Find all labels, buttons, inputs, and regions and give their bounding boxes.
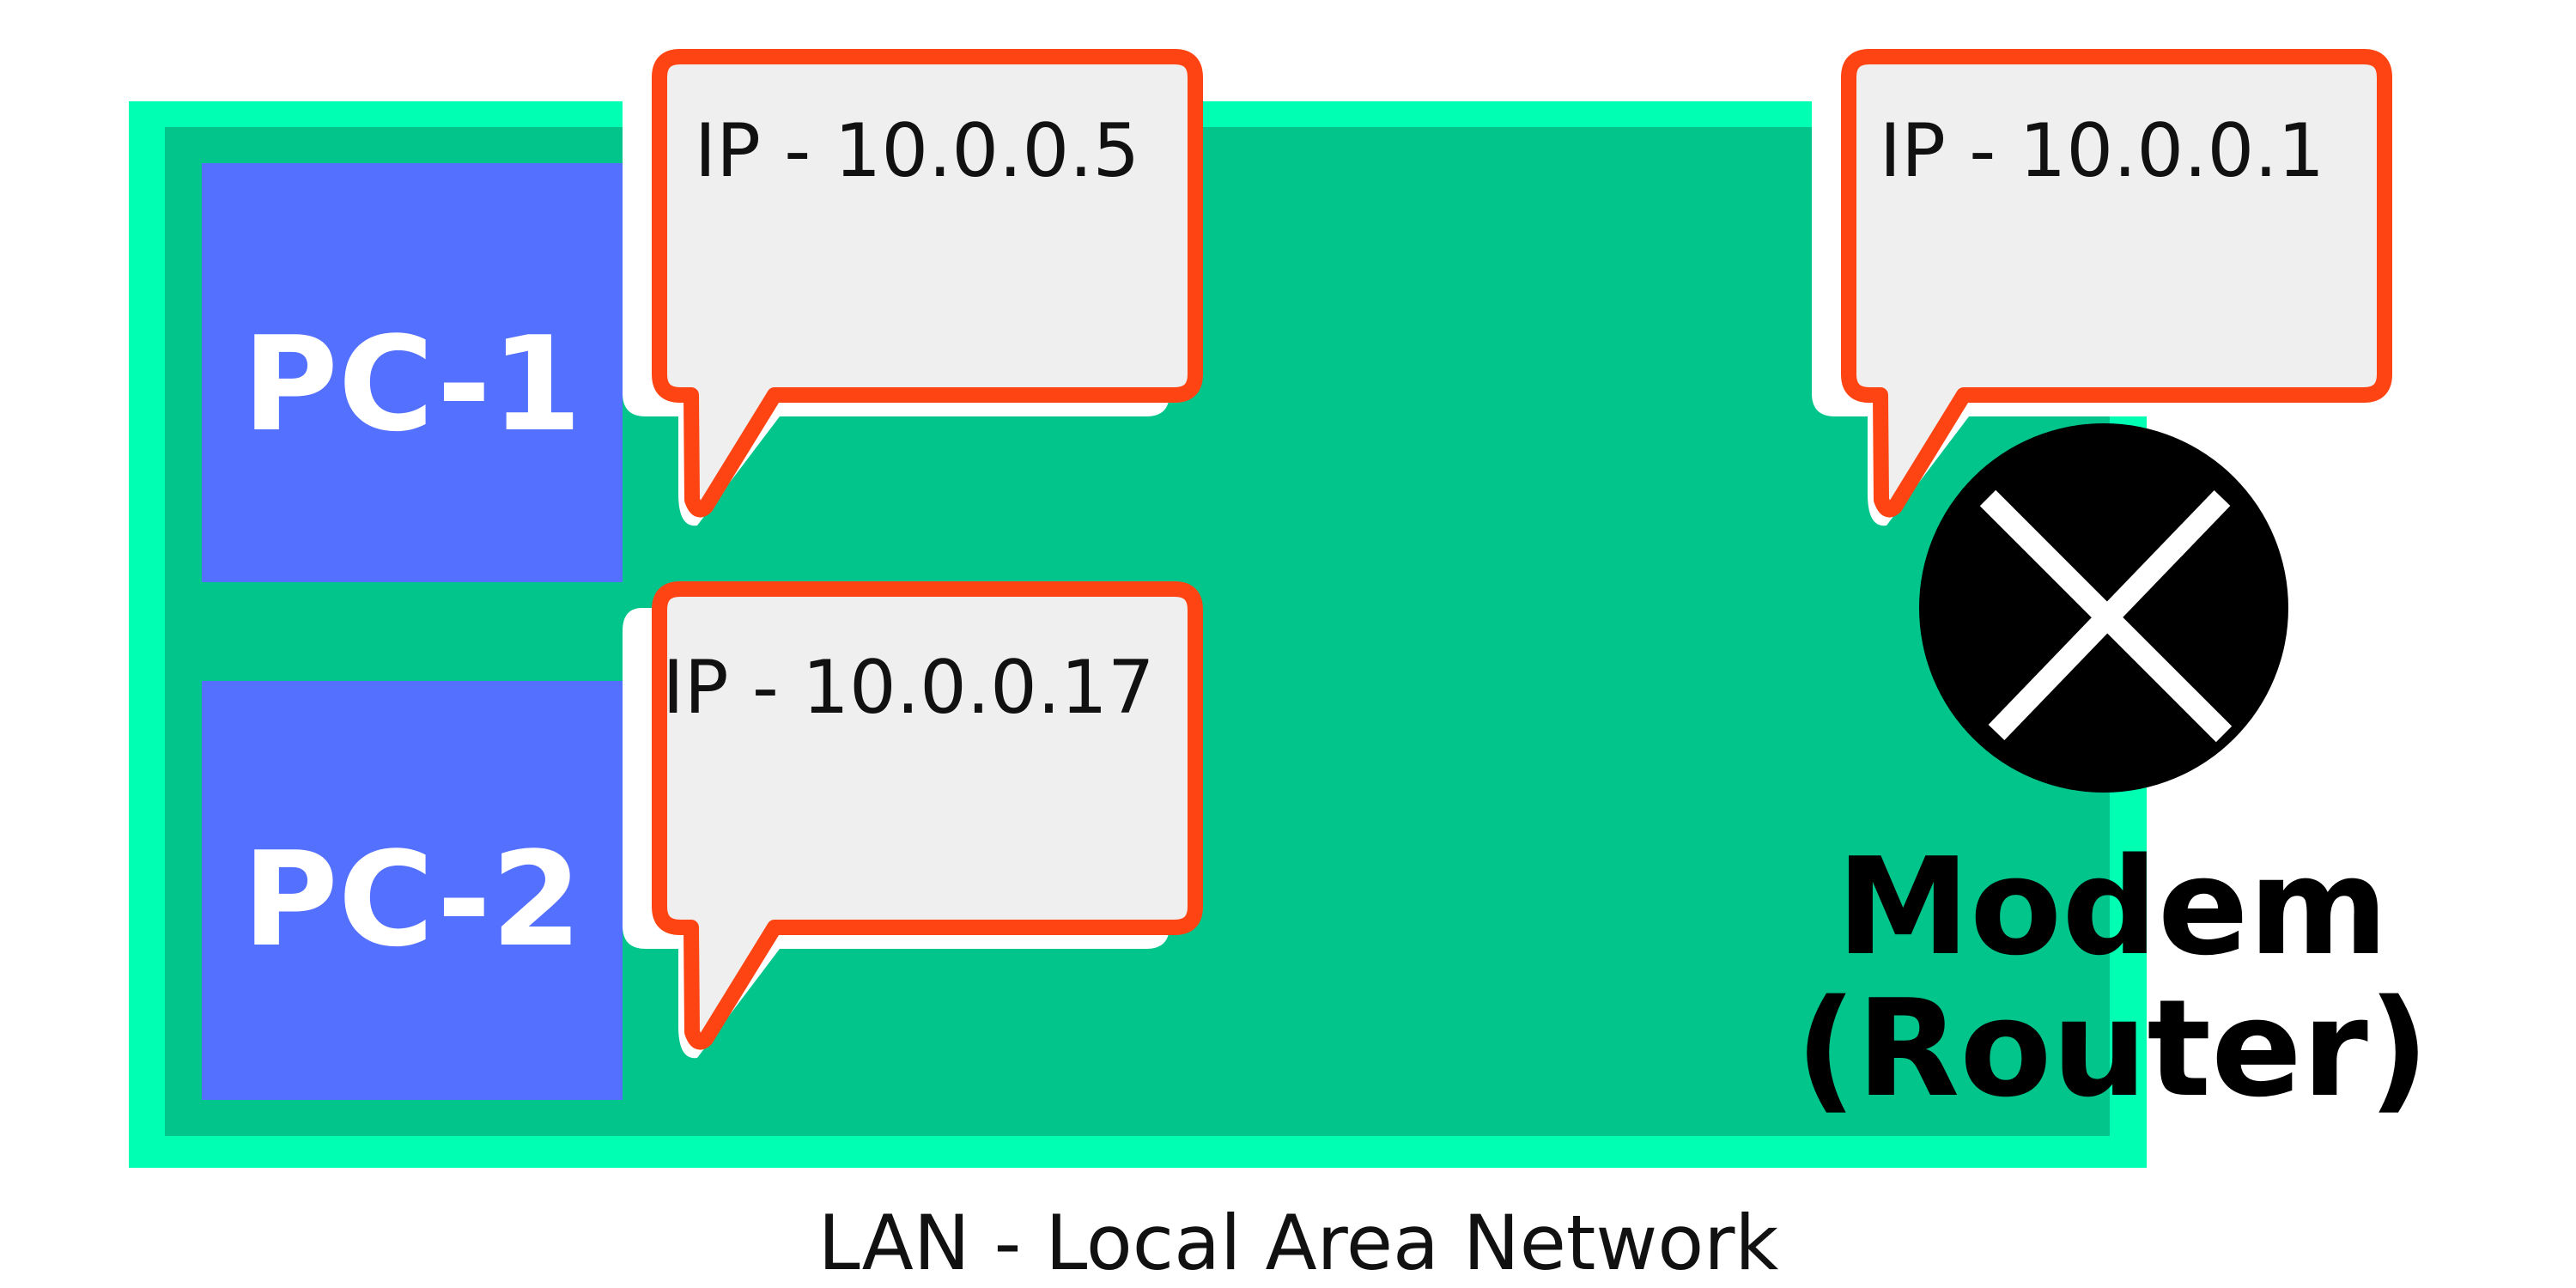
router-cross-icon xyxy=(1919,423,2288,793)
pc-2-box: PC-2 xyxy=(202,681,623,1100)
pc-1-label: PC-1 xyxy=(242,308,581,460)
pc-1-ip-bubble: IP - 10.0.0.5 xyxy=(623,49,1203,526)
pc-1-ip-text: IP - 10.0.0.5 xyxy=(695,108,1140,194)
lan-caption: LAN - Local Area Network xyxy=(818,1199,1779,1287)
router-ip-bubble: IP - 10.0.0.1 xyxy=(1812,49,2392,526)
router-ip-text: IP - 10.0.0.1 xyxy=(1880,108,2325,194)
router-label-line-2: (Router) xyxy=(1795,970,2429,1127)
pc-2-ip-text: IP - 10.0.0.17 xyxy=(662,645,1154,731)
pc-1-box: PC-1 xyxy=(202,163,623,582)
pc-2-ip-bubble: IP - 10.0.0.17 xyxy=(623,581,1203,1059)
pc-2-label: PC-2 xyxy=(242,823,581,975)
router-label-line-1: Modem xyxy=(1837,829,2388,985)
